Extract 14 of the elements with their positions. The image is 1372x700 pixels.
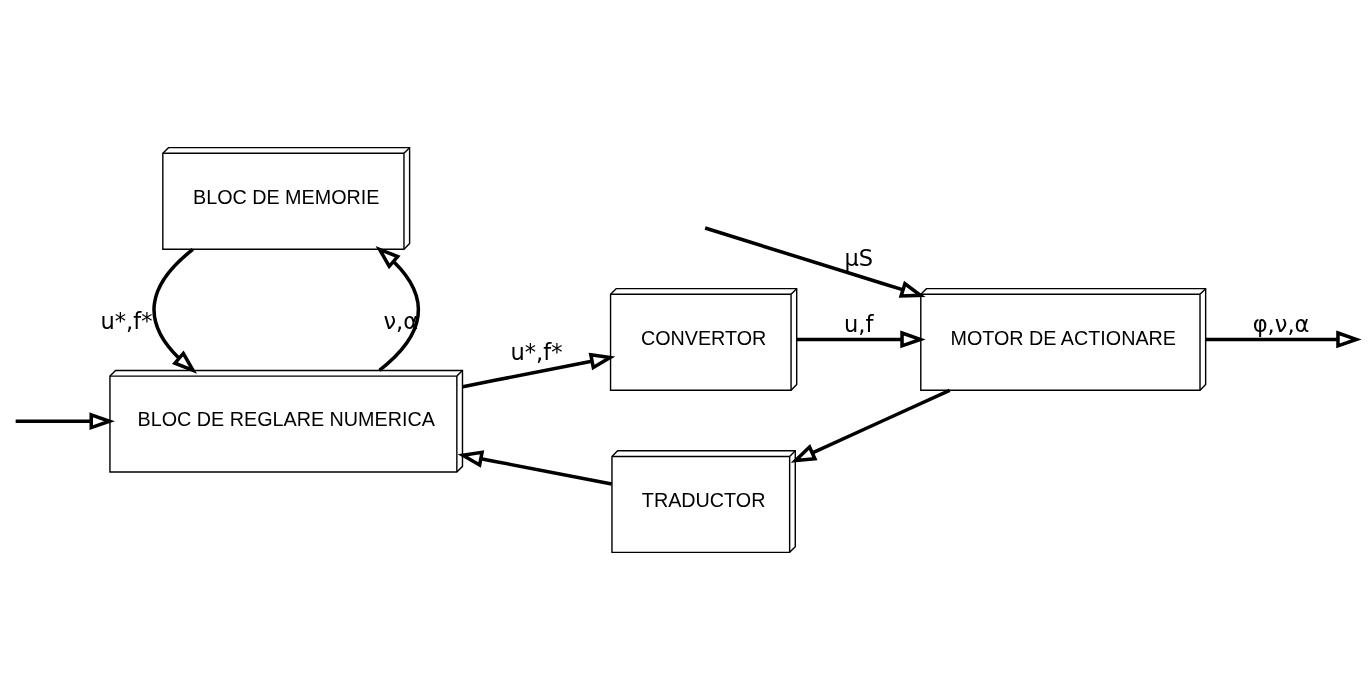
arrow [796,330,926,349]
arrow [704,226,926,298]
arrow [790,388,951,463]
edge-label: φ,ν,α [1252,311,1310,338]
edge-label: μS [844,244,874,271]
arrow [457,450,613,486]
arrow [152,248,198,374]
arrow [375,245,421,372]
edge-label: u,f [844,311,874,338]
edge-label: u*,f* [510,339,563,366]
edge-label: u*,f* [100,307,153,334]
arrow [15,412,115,431]
arrow [1205,330,1362,349]
arrow [462,352,616,389]
